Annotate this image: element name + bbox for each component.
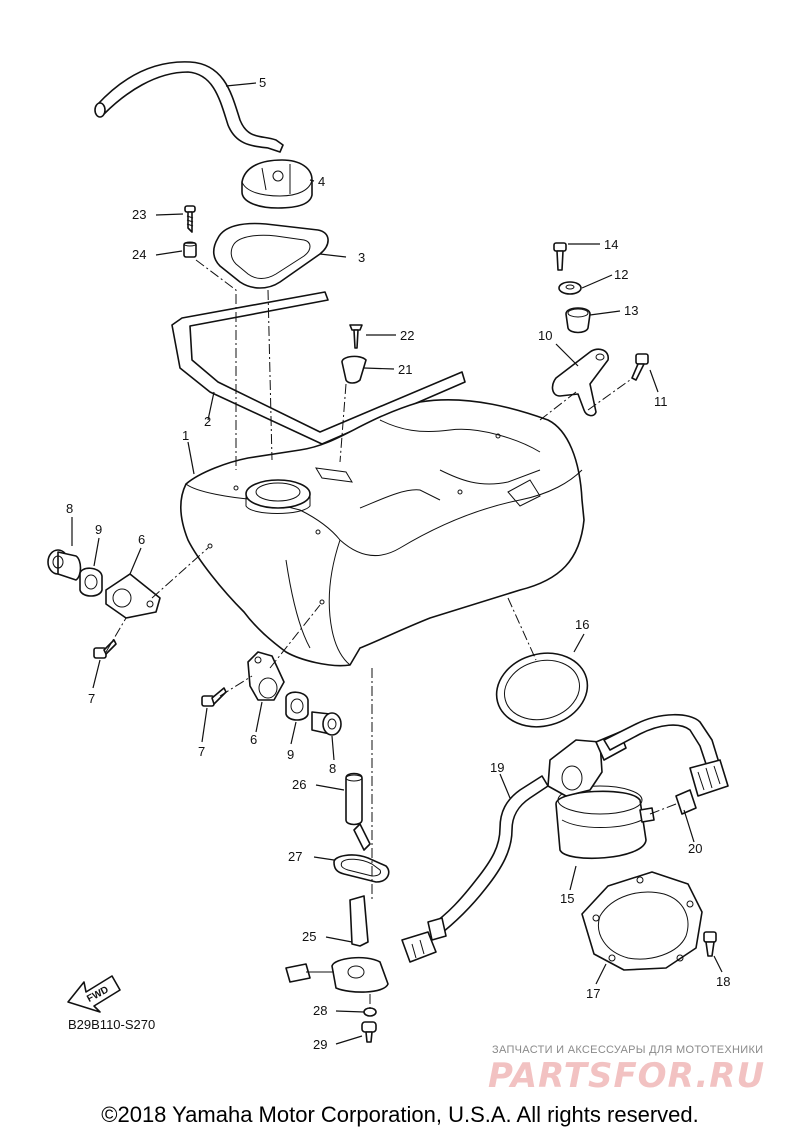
level-sender-25 — [285, 895, 389, 993]
damper-9-lower — [285, 691, 309, 721]
part-labels: 5 4 23 24 3 14 12 13 22 10 21 11 2 1 8 9… — [66, 75, 730, 1052]
label-25: 25 — [302, 929, 316, 944]
o-ring-27 — [333, 854, 390, 883]
fuel-cap-4 — [241, 159, 313, 209]
pump-plate-17 — [581, 871, 703, 971]
collar-24 — [183, 241, 197, 258]
label-6-upper: 6 — [138, 532, 145, 547]
cap-cover-3 — [212, 222, 329, 289]
diagram-code: B29B110-S270 — [68, 1017, 155, 1032]
watermark-subtitle: ЗАПЧАСТИ И АКСЕССУАРЫ ДЛЯ МОТОТЕХНИКИ — [492, 1044, 764, 1056]
label-29: 29 — [313, 1037, 327, 1052]
damper-13 — [565, 307, 591, 334]
label-10: 10 — [538, 328, 552, 343]
bolt-7-upper — [93, 639, 117, 659]
assembly-lines — [105, 259, 677, 1010]
screw-23 — [184, 205, 196, 233]
label-2: 2 — [204, 414, 211, 429]
label-22: 22 — [400, 328, 414, 343]
label-9-lower: 9 — [287, 747, 294, 762]
label-8-lower: 8 — [329, 761, 336, 776]
label-12: 12 — [614, 267, 628, 282]
washer-28 — [363, 1007, 377, 1017]
bolt-14 — [553, 242, 567, 271]
label-26: 26 — [292, 777, 306, 792]
label-6-lower: 6 — [250, 732, 257, 747]
breather-hose-5 — [94, 61, 284, 153]
label-27: 27 — [288, 849, 302, 864]
label-21: 21 — [398, 362, 412, 377]
screw-29 — [361, 1021, 377, 1043]
screw-22 — [349, 324, 363, 349]
bracket-6-lower — [247, 651, 285, 701]
label-17: 17 — [586, 986, 600, 1001]
label-9-upper: 9 — [95, 522, 102, 537]
collar-8-lower — [311, 711, 342, 736]
label-7-upper: 7 — [88, 691, 95, 706]
fwd-arrow-icon: FWD — [67, 975, 121, 1013]
label-18: 18 — [716, 974, 730, 989]
label-23: 23 — [132, 207, 146, 222]
label-4: 4 — [318, 174, 325, 189]
tank-rail-2 — [171, 291, 466, 445]
bolt-7-lower — [201, 687, 227, 707]
fuel-hose-19 — [401, 775, 549, 963]
label-8-upper: 8 — [66, 501, 73, 516]
label-14: 14 — [604, 237, 618, 252]
grommet-21 — [341, 355, 367, 384]
leader-lines — [71, 82, 723, 1045]
label-3: 3 — [358, 250, 365, 265]
label-13: 13 — [624, 303, 638, 318]
washer-12 — [558, 281, 582, 295]
label-16: 16 — [575, 617, 589, 632]
label-20: 20 — [688, 841, 702, 856]
label-15: 15 — [560, 891, 574, 906]
bolt-18 — [703, 931, 717, 957]
bracket-10 — [551, 348, 609, 417]
fuel-pump-15 — [547, 731, 655, 860]
damper-9-upper — [79, 567, 103, 597]
connector-20 — [603, 713, 729, 815]
bracket-6-upper — [105, 573, 161, 619]
label-1: 1 — [182, 428, 189, 443]
fuel-tank-1 — [180, 399, 585, 667]
collar-8-upper — [47, 549, 82, 581]
gasket-16 — [495, 652, 589, 728]
label-5: 5 — [259, 75, 266, 90]
sender-26 — [345, 772, 371, 851]
bolt-11 — [631, 353, 649, 381]
label-28: 28 — [313, 1003, 327, 1018]
label-7-lower: 7 — [198, 744, 205, 759]
label-11: 11 — [654, 394, 668, 409]
label-24: 24 — [132, 247, 146, 262]
watermark-logo: PARTSFOR.RU — [488, 1056, 766, 1096]
label-19: 19 — [490, 760, 504, 775]
copyright-notice: ©2018 Yamaha Motor Corporation, U.S.A. A… — [101, 1102, 699, 1127]
